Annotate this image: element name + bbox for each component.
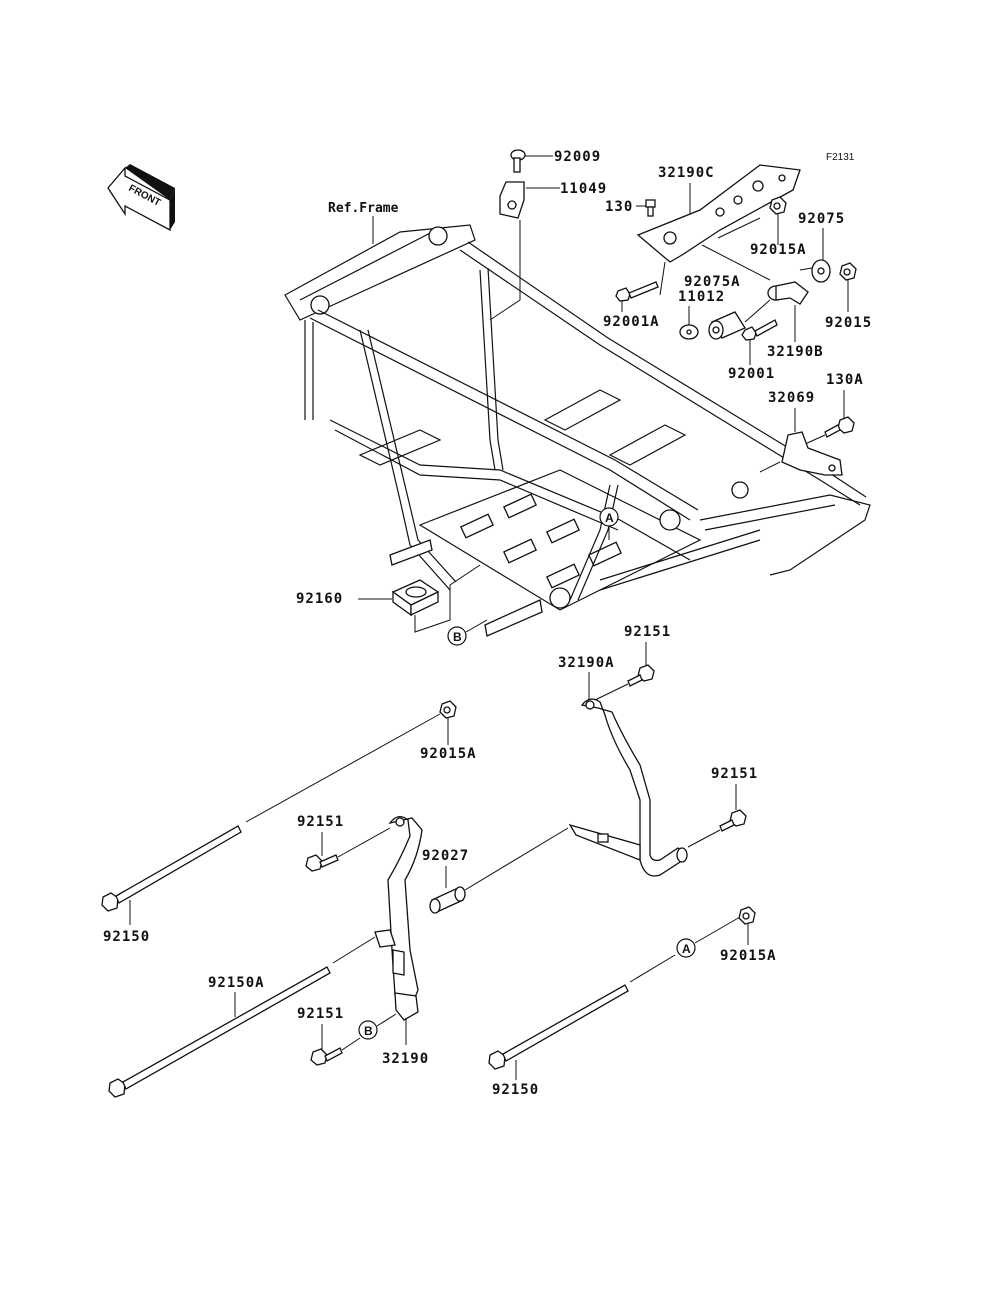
label-32190B: 32190B [767,344,824,360]
part-92009-screw[interactable] [510,149,526,173]
part-92015A-nut-bot[interactable] [738,906,756,925]
part-11012-washer[interactable] [679,324,699,340]
callout-B-bolt: B [358,1020,378,1040]
main-frame [284,224,871,637]
part-32190-bracket[interactable] [374,816,423,1021]
part-92001A-bolt[interactable] [615,281,659,302]
part-92015A-nut-top[interactable] [769,196,787,215]
part-rubber-bushing[interactable] [708,311,746,340]
part-32069-bracket[interactable] [781,431,843,476]
label-92151-d: 92151 [297,1006,344,1022]
part-130-bolt[interactable] [645,199,656,217]
label-11012: 11012 [678,289,725,305]
svg-text:A: A [682,942,691,956]
label-92027: 92027 [422,848,469,864]
label-32190: 32190 [382,1051,429,1067]
svg-text:B: B [364,1024,373,1038]
label-92015A-bot: 92015A [720,948,777,964]
label-130: 130 [605,199,633,215]
part-92015A-nut-mid[interactable] [439,700,457,719]
label-92151-b: 92151 [711,766,758,782]
figure-id: F2131 [826,152,855,163]
part-92001-bolt[interactable] [741,319,778,341]
front-arrow-icon: FRONT [107,164,175,232]
label-92150-b: 92150 [492,1082,539,1098]
label-92151-a: 92151 [624,624,671,640]
label-32069: 32069 [768,390,815,406]
part-32190B-bracket[interactable] [767,281,809,305]
part-92075-washer[interactable] [811,259,831,283]
part-92150-bolt-b[interactable] [488,984,629,1070]
label-92150-a: 92150 [103,929,150,945]
callout-B-frame: B [447,626,467,646]
label-92009: 92009 [554,149,601,165]
part-92150A-bolt[interactable] [108,966,331,1098]
callout-A-bolt: A [676,938,696,958]
svg-text:A: A [605,511,614,525]
part-92151-bolt-b[interactable] [719,809,747,832]
part-92015-nut[interactable] [839,262,857,281]
label-92075: 92075 [798,211,845,227]
label-92001A: 92001A [603,314,660,330]
callout-A-frame: A [599,507,619,527]
label-92075A: 92075A [684,274,741,290]
label-92015A-mid: 92015A [420,746,477,762]
part-130A-bolt[interactable] [824,416,855,438]
part-92160-pad[interactable] [391,579,440,617]
label-11049: 11049 [560,181,607,197]
part-11049-bracket[interactable] [499,181,525,219]
part-32190A-bracket[interactable] [568,698,688,877]
part-32190C-plate[interactable] [636,164,801,263]
svg-text:B: B [453,630,462,644]
label-32190C: 32190C [658,165,715,181]
ref-frame-label: Ref.Frame [328,201,399,216]
part-92151-bolt-d[interactable] [310,1047,343,1066]
label-92151-c: 92151 [297,814,344,830]
label-92150A: 92150A [208,975,265,991]
label-32190A: 32190A [558,655,615,671]
label-92001: 92001 [728,366,775,382]
label-92015: 92015 [825,315,872,331]
label-92015A-top: 92015A [750,242,807,258]
label-130A: 130A [826,372,864,388]
part-92027-collar[interactable] [429,886,466,914]
part-92151-bolt-a[interactable] [627,664,655,687]
label-92160: 92160 [296,591,343,607]
part-92151-bolt-c[interactable] [305,854,339,872]
part-92150-bolt-a[interactable] [101,825,242,912]
